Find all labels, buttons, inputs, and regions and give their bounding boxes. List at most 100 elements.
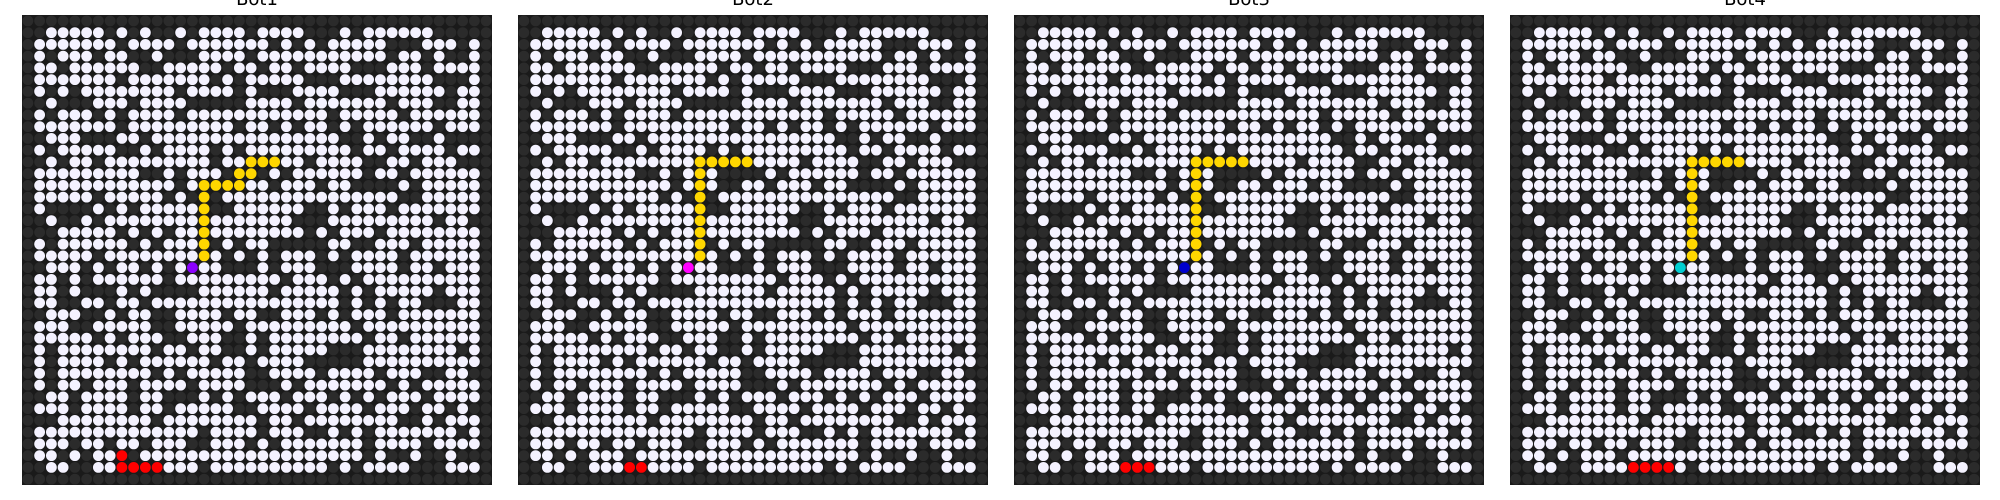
open-cell <box>964 414 976 426</box>
open-cell <box>741 215 753 227</box>
open-cell <box>45 38 57 50</box>
open-cell <box>1343 215 1355 227</box>
open-cell <box>151 297 163 309</box>
wall-cell <box>351 461 363 473</box>
wall-cell <box>398 262 410 274</box>
open-cell <box>1437 156 1449 168</box>
open-cell <box>835 168 847 180</box>
open-cell <box>753 226 765 238</box>
open-cell <box>870 332 882 344</box>
open-cell <box>139 367 151 379</box>
open-cell <box>421 226 433 238</box>
open-cell <box>57 38 69 50</box>
open-cell <box>553 461 565 473</box>
open-cell <box>964 238 976 250</box>
open-cell <box>92 297 104 309</box>
wall-cell <box>257 414 269 426</box>
wall-cell <box>1616 27 1628 39</box>
wall-cell <box>1026 215 1038 227</box>
open-cell <box>1425 238 1437 250</box>
wall-cell <box>1472 62 1484 74</box>
wall-cell <box>410 156 422 168</box>
open-cell <box>1378 461 1390 473</box>
panel-title-bot1: Bot1 <box>22 0 492 10</box>
open-cell <box>1237 344 1249 356</box>
open-cell <box>468 356 480 368</box>
wall-cell <box>445 144 457 156</box>
open-cell <box>941 344 953 356</box>
open-cell <box>1143 38 1155 50</box>
board-background <box>1510 15 1980 485</box>
open-cell <box>600 461 612 473</box>
open-cell <box>292 27 304 39</box>
wall-cell <box>139 473 151 485</box>
open-cell <box>553 168 565 180</box>
wall-cell <box>1084 285 1096 297</box>
wall-cell <box>588 285 600 297</box>
open-cell <box>600 168 612 180</box>
open-cell <box>1425 332 1437 344</box>
open-cell <box>280 97 292 109</box>
open-cell <box>1390 344 1402 356</box>
wall-cell <box>175 285 187 297</box>
open-cell <box>1131 332 1143 344</box>
open-cell <box>316 62 328 74</box>
open-cell <box>1319 168 1331 180</box>
open-cell <box>765 320 777 332</box>
wall-cell <box>741 438 753 450</box>
open-cell <box>906 344 918 356</box>
open-cell <box>894 320 906 332</box>
open-cell <box>339 109 351 121</box>
open-cell <box>1449 121 1461 133</box>
wall-cell <box>1014 250 1026 262</box>
wall-cell <box>1167 109 1179 121</box>
wall-cell <box>518 132 530 144</box>
open-cell <box>69 309 81 321</box>
open-cell <box>694 297 706 309</box>
open-cell <box>316 285 328 297</box>
open-cell <box>92 414 104 426</box>
wall-cell <box>718 250 730 262</box>
open-cell <box>1355 367 1367 379</box>
wall-cell <box>233 144 245 156</box>
wall-cell <box>1308 473 1320 485</box>
wall-cell <box>1096 132 1108 144</box>
wall-cell <box>1014 379 1026 391</box>
open-cell <box>280 179 292 191</box>
open-cell <box>233 414 245 426</box>
open-cell <box>1131 85 1143 97</box>
open-cell <box>351 379 363 391</box>
open-cell <box>776 226 788 238</box>
open-cell <box>433 144 445 156</box>
open-cell <box>363 27 375 39</box>
wall-cell <box>1710 15 1722 27</box>
wall-cell <box>1308 27 1320 39</box>
open-cell <box>139 403 151 415</box>
open-cell <box>1366 74 1378 86</box>
wall-cell <box>835 297 847 309</box>
wall-cell <box>647 320 659 332</box>
open-cell <box>1319 250 1331 262</box>
open-cell <box>906 97 918 109</box>
open-cell <box>1378 285 1390 297</box>
open-cell <box>1425 379 1437 391</box>
path-cell <box>233 179 245 191</box>
open-cell <box>1378 273 1390 285</box>
open-cell <box>1331 403 1343 415</box>
open-cell <box>1557 62 1569 74</box>
open-cell <box>823 203 835 215</box>
open-cell <box>1886 50 1898 62</box>
open-cell <box>530 356 542 368</box>
open-cell <box>116 238 128 250</box>
open-cell <box>1355 309 1367 321</box>
wall-cell <box>1026 461 1038 473</box>
wall-cell <box>894 450 906 462</box>
open-cell <box>941 38 953 50</box>
open-cell <box>1437 285 1449 297</box>
open-cell <box>1390 144 1402 156</box>
open-cell <box>1639 50 1651 62</box>
wall-cell <box>1460 215 1472 227</box>
open-cell <box>151 38 163 50</box>
open-cell <box>1308 156 1320 168</box>
wall-cell <box>1108 144 1120 156</box>
